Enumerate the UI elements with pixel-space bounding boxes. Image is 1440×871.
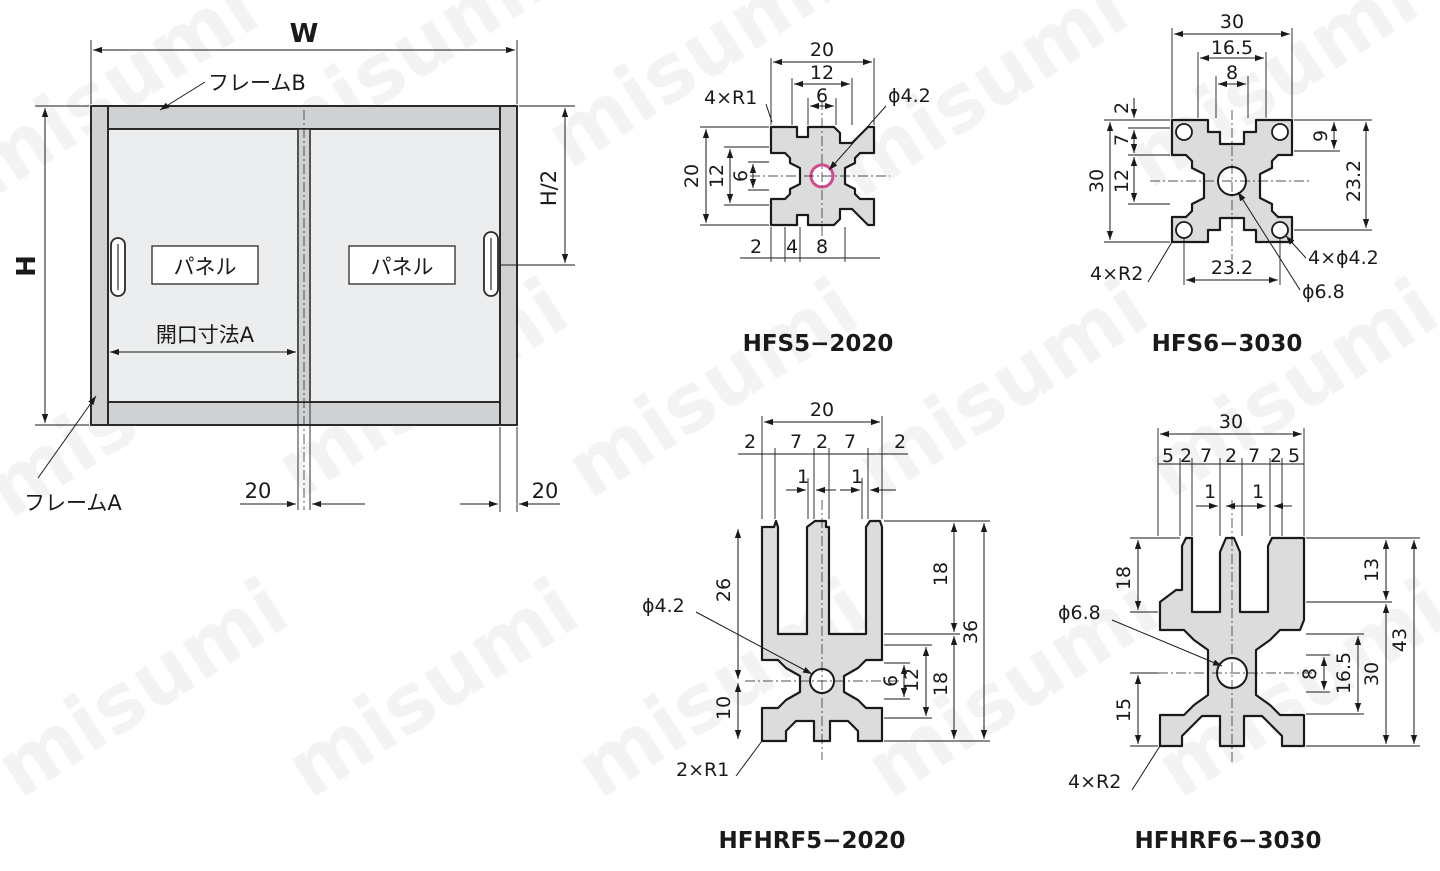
panel-right-label: パネル: [371, 255, 434, 279]
svg-text:9: 9: [1310, 130, 1332, 142]
svg-text:2: 2: [1111, 102, 1133, 114]
svg-text:12: 12: [706, 164, 728, 188]
svg-text:16.5: 16.5: [1211, 37, 1253, 59]
svg-text:7: 7: [1200, 445, 1212, 467]
svg-text:16.5: 16.5: [1333, 652, 1355, 694]
svg-text:6: 6: [730, 170, 752, 182]
svg-text:26: 26: [713, 578, 735, 602]
svg-text:misumi: misumi: [1110, 0, 1434, 206]
svg-text:23.2: 23.2: [1343, 160, 1365, 202]
dim-right-frame: 20: [532, 479, 559, 503]
profile-hfhrf5-2020: 20 2 7 2 7 2 1 1 26 10 ϕ4.2 2×R1 36 18: [642, 399, 990, 854]
svg-text:2: 2: [894, 431, 906, 453]
svg-text:1: 1: [1252, 481, 1264, 503]
svg-text:30: 30: [1220, 11, 1244, 33]
svg-text:18: 18: [1113, 566, 1135, 590]
svg-text:2: 2: [1270, 445, 1282, 467]
svg-text:misumi: misumi: [0, 560, 304, 816]
svg-text:4×R1: 4×R1: [704, 87, 757, 109]
svg-text:8: 8: [1226, 62, 1238, 84]
svg-text:43: 43: [1389, 628, 1411, 652]
svg-text:8: 8: [1299, 668, 1321, 680]
svg-text:18: 18: [930, 672, 952, 696]
svg-text:ϕ6.8: ϕ6.8: [1302, 281, 1345, 303]
svg-text:2: 2: [750, 236, 762, 258]
svg-text:20: 20: [681, 164, 703, 188]
svg-text:ϕ6.8: ϕ6.8: [1058, 602, 1101, 624]
svg-text:12: 12: [1111, 169, 1133, 193]
svg-text:20: 20: [810, 399, 834, 421]
caption-hfs6-3030: HFS6−3030: [1152, 331, 1303, 357]
profile-hfs6-3030: 30 16.5 8 30 12 7 2 9 23.2 23.2: [1086, 11, 1379, 357]
height-label: H: [12, 255, 42, 277]
svg-text:2: 2: [1180, 445, 1192, 467]
caption-hfhrf6-3030: HFHRF6−3030: [1135, 828, 1322, 854]
svg-text:7: 7: [844, 431, 856, 453]
svg-text:5: 5: [1288, 445, 1300, 467]
svg-text:7: 7: [1248, 445, 1260, 467]
assembly-view: W H H/2 フレームB フレームA パネル パネル 開口寸法A 20: [12, 19, 575, 515]
profile-hfhrf6-section: [1158, 536, 1306, 748]
svg-text:7: 7: [790, 431, 802, 453]
half-height-label: H/2: [537, 170, 561, 206]
svg-text:6: 6: [880, 675, 902, 687]
svg-text:7: 7: [1111, 134, 1133, 146]
svg-text:30: 30: [1361, 662, 1383, 686]
frame-a-label: フレームA: [24, 491, 122, 515]
panel-left-label: パネル: [174, 255, 237, 279]
svg-text:misumi: misumi: [840, 260, 1164, 516]
svg-text:12: 12: [810, 62, 834, 84]
dim-center-gap: 20: [245, 479, 272, 503]
svg-text:5: 5: [1162, 445, 1174, 467]
caption-hfhrf5-2020: HFHRF5−2020: [719, 828, 906, 854]
svg-text:30: 30: [1086, 169, 1108, 193]
opening-label: 開口寸法A: [156, 323, 255, 347]
frame-b-label: フレームB: [208, 71, 306, 95]
svg-text:1: 1: [1204, 481, 1216, 503]
svg-text:ϕ4.2: ϕ4.2: [888, 85, 931, 107]
svg-text:23.2: 23.2: [1211, 257, 1253, 279]
svg-text:20: 20: [810, 39, 834, 61]
svg-text:36: 36: [960, 620, 982, 644]
profile-hfhrf6-3030: 30 5 2 7 2 7 2 5 1 1 18 15 ϕ6.8 4×R2: [1058, 411, 1420, 854]
profile-hfs5-2020: 20 12 6 4×R1 ϕ4.2 20 12 6 2 4 8: [681, 39, 931, 357]
svg-text:1: 1: [797, 466, 809, 488]
width-label: W: [290, 19, 319, 49]
svg-text:2: 2: [816, 431, 828, 453]
svg-text:misumi: misumi: [850, 560, 1174, 816]
svg-text:misumi: misumi: [1130, 260, 1440, 516]
svg-text:misumi: misumi: [270, 560, 594, 816]
svg-text:30: 30: [1219, 411, 1243, 433]
svg-text:ϕ4.2: ϕ4.2: [642, 595, 685, 617]
svg-text:4×R2: 4×R2: [1068, 771, 1121, 793]
svg-text:8: 8: [816, 236, 828, 258]
svg-text:6: 6: [816, 85, 828, 107]
caption-hfs5-2020: HFS5−2020: [743, 331, 894, 357]
svg-text:2: 2: [744, 431, 756, 453]
svg-text:10: 10: [713, 696, 735, 720]
svg-text:4: 4: [786, 236, 798, 258]
svg-text:18: 18: [930, 562, 952, 586]
svg-text:4×ϕ4.2: 4×ϕ4.2: [1308, 247, 1379, 269]
svg-text:15: 15: [1113, 698, 1135, 722]
svg-text:2×R1: 2×R1: [676, 759, 729, 781]
svg-text:1: 1: [851, 466, 863, 488]
svg-text:misumi: misumi: [550, 260, 874, 516]
svg-text:4×R2: 4×R2: [1090, 263, 1143, 285]
svg-text:2: 2: [1225, 445, 1237, 467]
svg-text:13: 13: [1361, 558, 1383, 582]
